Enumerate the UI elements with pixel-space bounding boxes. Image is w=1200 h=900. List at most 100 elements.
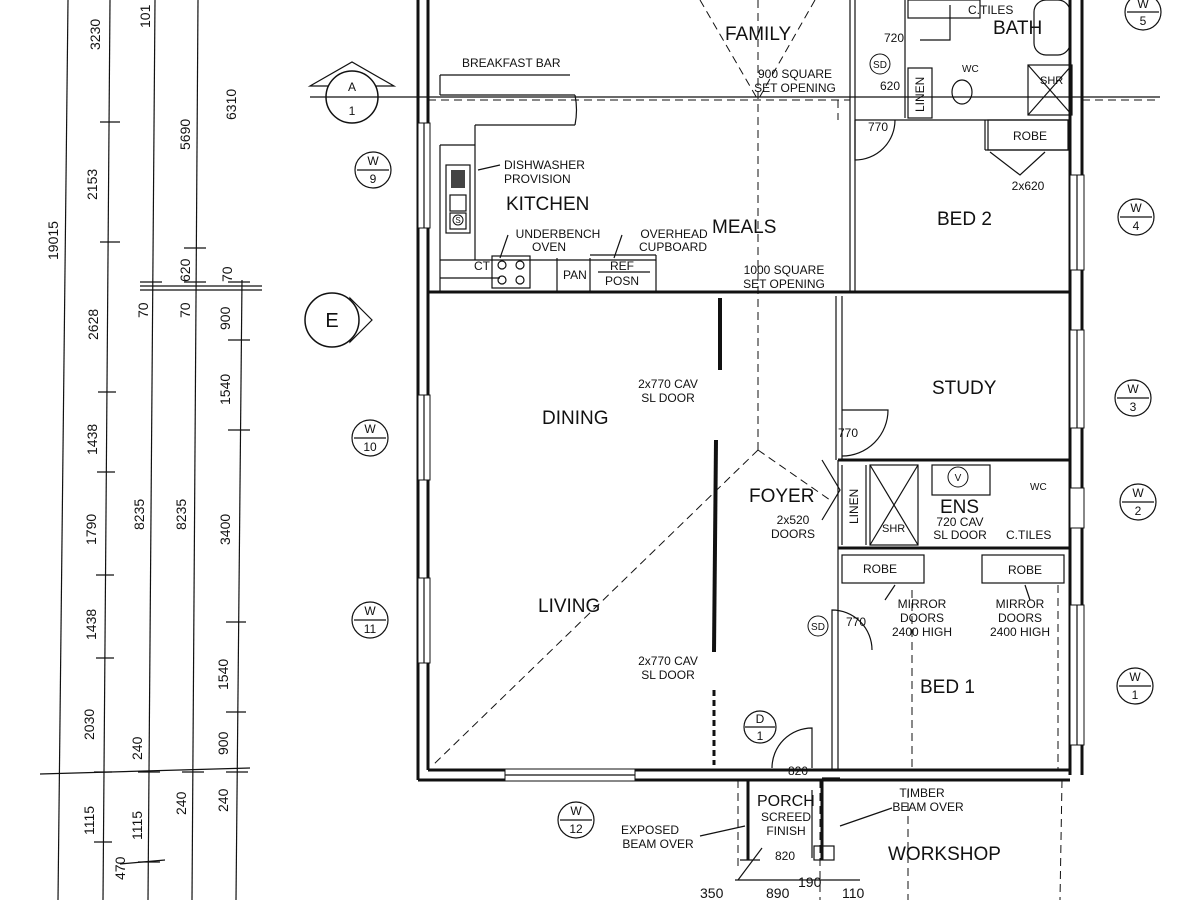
door-swings [771, 5, 1046, 769]
dim-col4-0: 70 [219, 266, 235, 282]
note-breakfast-bar: BREAKFAST BAR [462, 56, 561, 70]
annotations: BREAKFAST BAR 900 SQUARE SET OPENING 100… [462, 3, 1063, 851]
room-bed1: BED 1 [920, 677, 975, 698]
svg-text:1: 1 [757, 729, 764, 743]
smoke-detector-lower: SD [807, 615, 829, 637]
dim-col3-3: 70 [177, 302, 193, 318]
dim-col4-6: 240 [215, 788, 231, 812]
svg-text:D: D [756, 712, 765, 726]
note-linen-upper: LINEN [913, 77, 927, 112]
dim-col4-2: 1540 [217, 374, 233, 405]
dim-col4-4: 1540 [215, 659, 231, 690]
dim-bottom-2: 890 [766, 885, 790, 900]
door-mark-d1: D 1 [743, 710, 777, 744]
internal-walls [428, 0, 1073, 770]
dim-col3-2: 70 [135, 302, 151, 318]
svg-text:W: W [364, 422, 376, 436]
window-mark-w9: W 9 [354, 151, 392, 189]
elevation-marker-e: E [304, 292, 373, 348]
svg-text:W: W [570, 804, 582, 818]
note-overhead-2: CUPBOARD [639, 240, 707, 254]
note-ens-tiles: C.TILES [1006, 528, 1051, 542]
dim-col1-7: 1115 [81, 806, 97, 835]
dim-col2-4: 1115 [129, 811, 145, 840]
svg-text:W: W [364, 604, 376, 618]
window-mark-w1: W 1 [1116, 667, 1154, 705]
svg-text:SD: SD [873, 60, 887, 71]
door-width-labels: 720 620 770 770 770 820 820 [775, 31, 904, 863]
section-mark-letter: A [348, 80, 356, 94]
note-900-opening-2: SET OPENING [754, 81, 836, 95]
svg-text:V: V [955, 473, 962, 484]
window-mark-w5: W 5 [1124, 0, 1162, 31]
note-mirror-right-1: MIRROR [996, 597, 1045, 611]
note-2x520-1: 2x520 [777, 513, 810, 527]
window-marks: W 5 W 9 W 4 W 3 W 2 [351, 0, 1162, 839]
note-1000-opening-1: 1000 SQUARE [744, 263, 825, 277]
window-mark-w4: W 4 [1117, 198, 1155, 236]
note-dishwasher-2: PROVISION [504, 172, 571, 186]
note-mirror-right-2: DOORS [998, 611, 1042, 625]
note-screed-1: SCREED [761, 810, 811, 824]
dim-col2-1: 5690 [177, 119, 193, 150]
window-mark-w12: W 12 [557, 801, 595, 839]
dashed-lines [428, 0, 1160, 900]
note-wc-lower: WC [1030, 482, 1047, 493]
svg-text:5: 5 [1140, 14, 1147, 28]
room-study: STUDY [932, 378, 997, 399]
window-mark-w11: W 11 [351, 601, 389, 639]
door-linen-620: 620 [880, 79, 900, 93]
svg-text:SD: SD [811, 622, 825, 633]
svg-text:3: 3 [1130, 400, 1137, 414]
svg-text:W: W [367, 154, 379, 168]
window-mark-w3: W 3 [1114, 379, 1152, 417]
note-dishwasher-1: DISHWASHER [504, 158, 585, 172]
smoke-detector-upper: SD [869, 53, 891, 75]
room-family: FAMILY [725, 24, 791, 45]
room-living: LIVING [538, 596, 600, 617]
svg-text:W: W [1130, 201, 1142, 215]
note-ref-1: REF [610, 259, 634, 273]
dim-col1-6: 2030 [81, 709, 97, 740]
room-porch: PORCH [757, 793, 815, 810]
note-overhead-1: OVERHEAD [640, 227, 708, 241]
note-mirror-left-1: MIRROR [898, 597, 947, 611]
svg-text:1: 1 [1132, 688, 1139, 702]
note-cav-lower-2: SL DOOR [641, 668, 695, 682]
svg-text:W: W [1127, 382, 1139, 396]
dim-col1-4: 1790 [83, 514, 99, 545]
vanity-symbol: V [947, 466, 969, 488]
svg-text:W: W [1129, 670, 1141, 684]
door-study-770: 770 [838, 426, 858, 440]
note-underbench-2: OVEN [532, 240, 566, 254]
note-underbench-1: UNDERBENCH [516, 227, 601, 241]
door-porch-820: 820 [775, 849, 795, 863]
room-meals: MEALS [712, 217, 776, 238]
dim-col1-total: 19015 [45, 221, 61, 260]
note-cav-upper-2: SL DOOR [641, 391, 695, 405]
svg-text:4: 4 [1133, 219, 1140, 233]
note-2x520-2: DOORS [771, 527, 815, 541]
svg-text:9: 9 [370, 172, 377, 186]
note-cav-lower-1: 2x770 CAV [638, 654, 698, 668]
dim-col3-0: 6310 [223, 89, 239, 120]
dim-col2-2: 8235 [131, 499, 147, 530]
note-ens-door-2: SL DOOR [933, 528, 987, 542]
bottom-dimensions: 350 190 890 110 [700, 874, 865, 900]
room-labels: FAMILY BATH KITCHEN MEALS BED 2 STUDY DI… [506, 18, 1042, 865]
note-robe-upper: ROBE [1013, 129, 1047, 143]
room-bath: BATH [993, 18, 1042, 39]
note-ct: CT [474, 259, 491, 273]
room-kitchen: KITCHEN [506, 194, 589, 215]
door-entry-820: 820 [788, 764, 808, 778]
svg-text:11: 11 [364, 622, 377, 636]
dim-col2-3: 240 [129, 736, 145, 760]
door-bed2-770: 770 [868, 120, 888, 134]
note-bath-tiles: C.TILES [968, 3, 1013, 17]
dim-col4-1: 900 [217, 306, 233, 330]
room-ens: ENS [940, 497, 979, 518]
dim-col3-4: 8235 [173, 499, 189, 530]
dim-bottom-1: 190 [798, 874, 822, 890]
note-mirror-left-2: DOORS [900, 611, 944, 625]
svg-text:S: S [455, 216, 460, 225]
